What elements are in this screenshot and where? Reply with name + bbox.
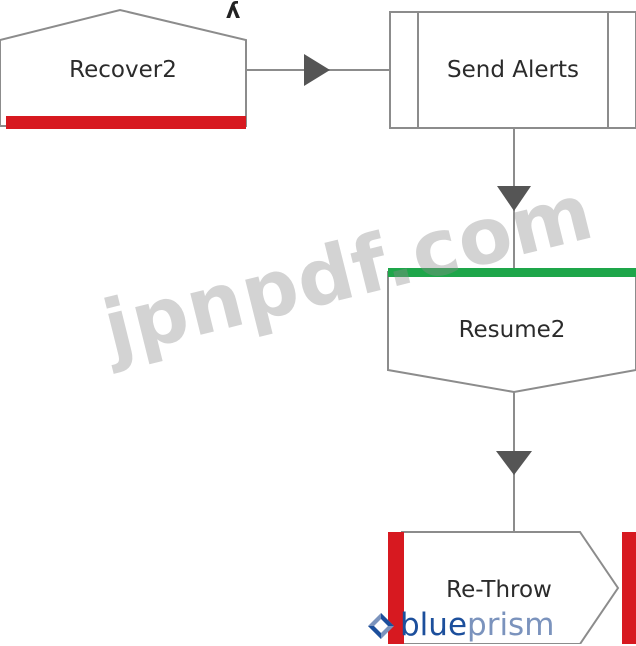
node-label-resume2: Resume2 <box>458 317 566 343</box>
arrow-down-icon <box>496 451 532 475</box>
arrow-right-icon <box>304 54 330 86</box>
blueprism-logo: blueprism <box>366 607 554 644</box>
exception-red-bar-left <box>388 532 404 644</box>
node-label-send-alerts: Send Alerts <box>447 57 579 83</box>
exception-red-bar-right <box>622 532 636 644</box>
cursor-glyph-icon: ʎ <box>226 0 240 24</box>
logo-brand-prism: prism <box>467 607 555 643</box>
node-label-recover2: Recover2 <box>69 57 177 83</box>
node-resume2[interactable] <box>387 268 636 394</box>
node-re-throw[interactable] <box>388 531 636 644</box>
arrow-down-icon <box>497 186 531 211</box>
blueprism-logo-icon <box>366 611 396 641</box>
node-label-re-throw: Re-Throw <box>446 577 552 603</box>
logo-brand-blue: blue <box>400 607 468 643</box>
node-send-alerts[interactable] <box>389 11 636 129</box>
node-recover2[interactable] <box>0 8 247 129</box>
resume-green-bar <box>388 268 636 277</box>
recover-red-bar <box>6 116 246 129</box>
